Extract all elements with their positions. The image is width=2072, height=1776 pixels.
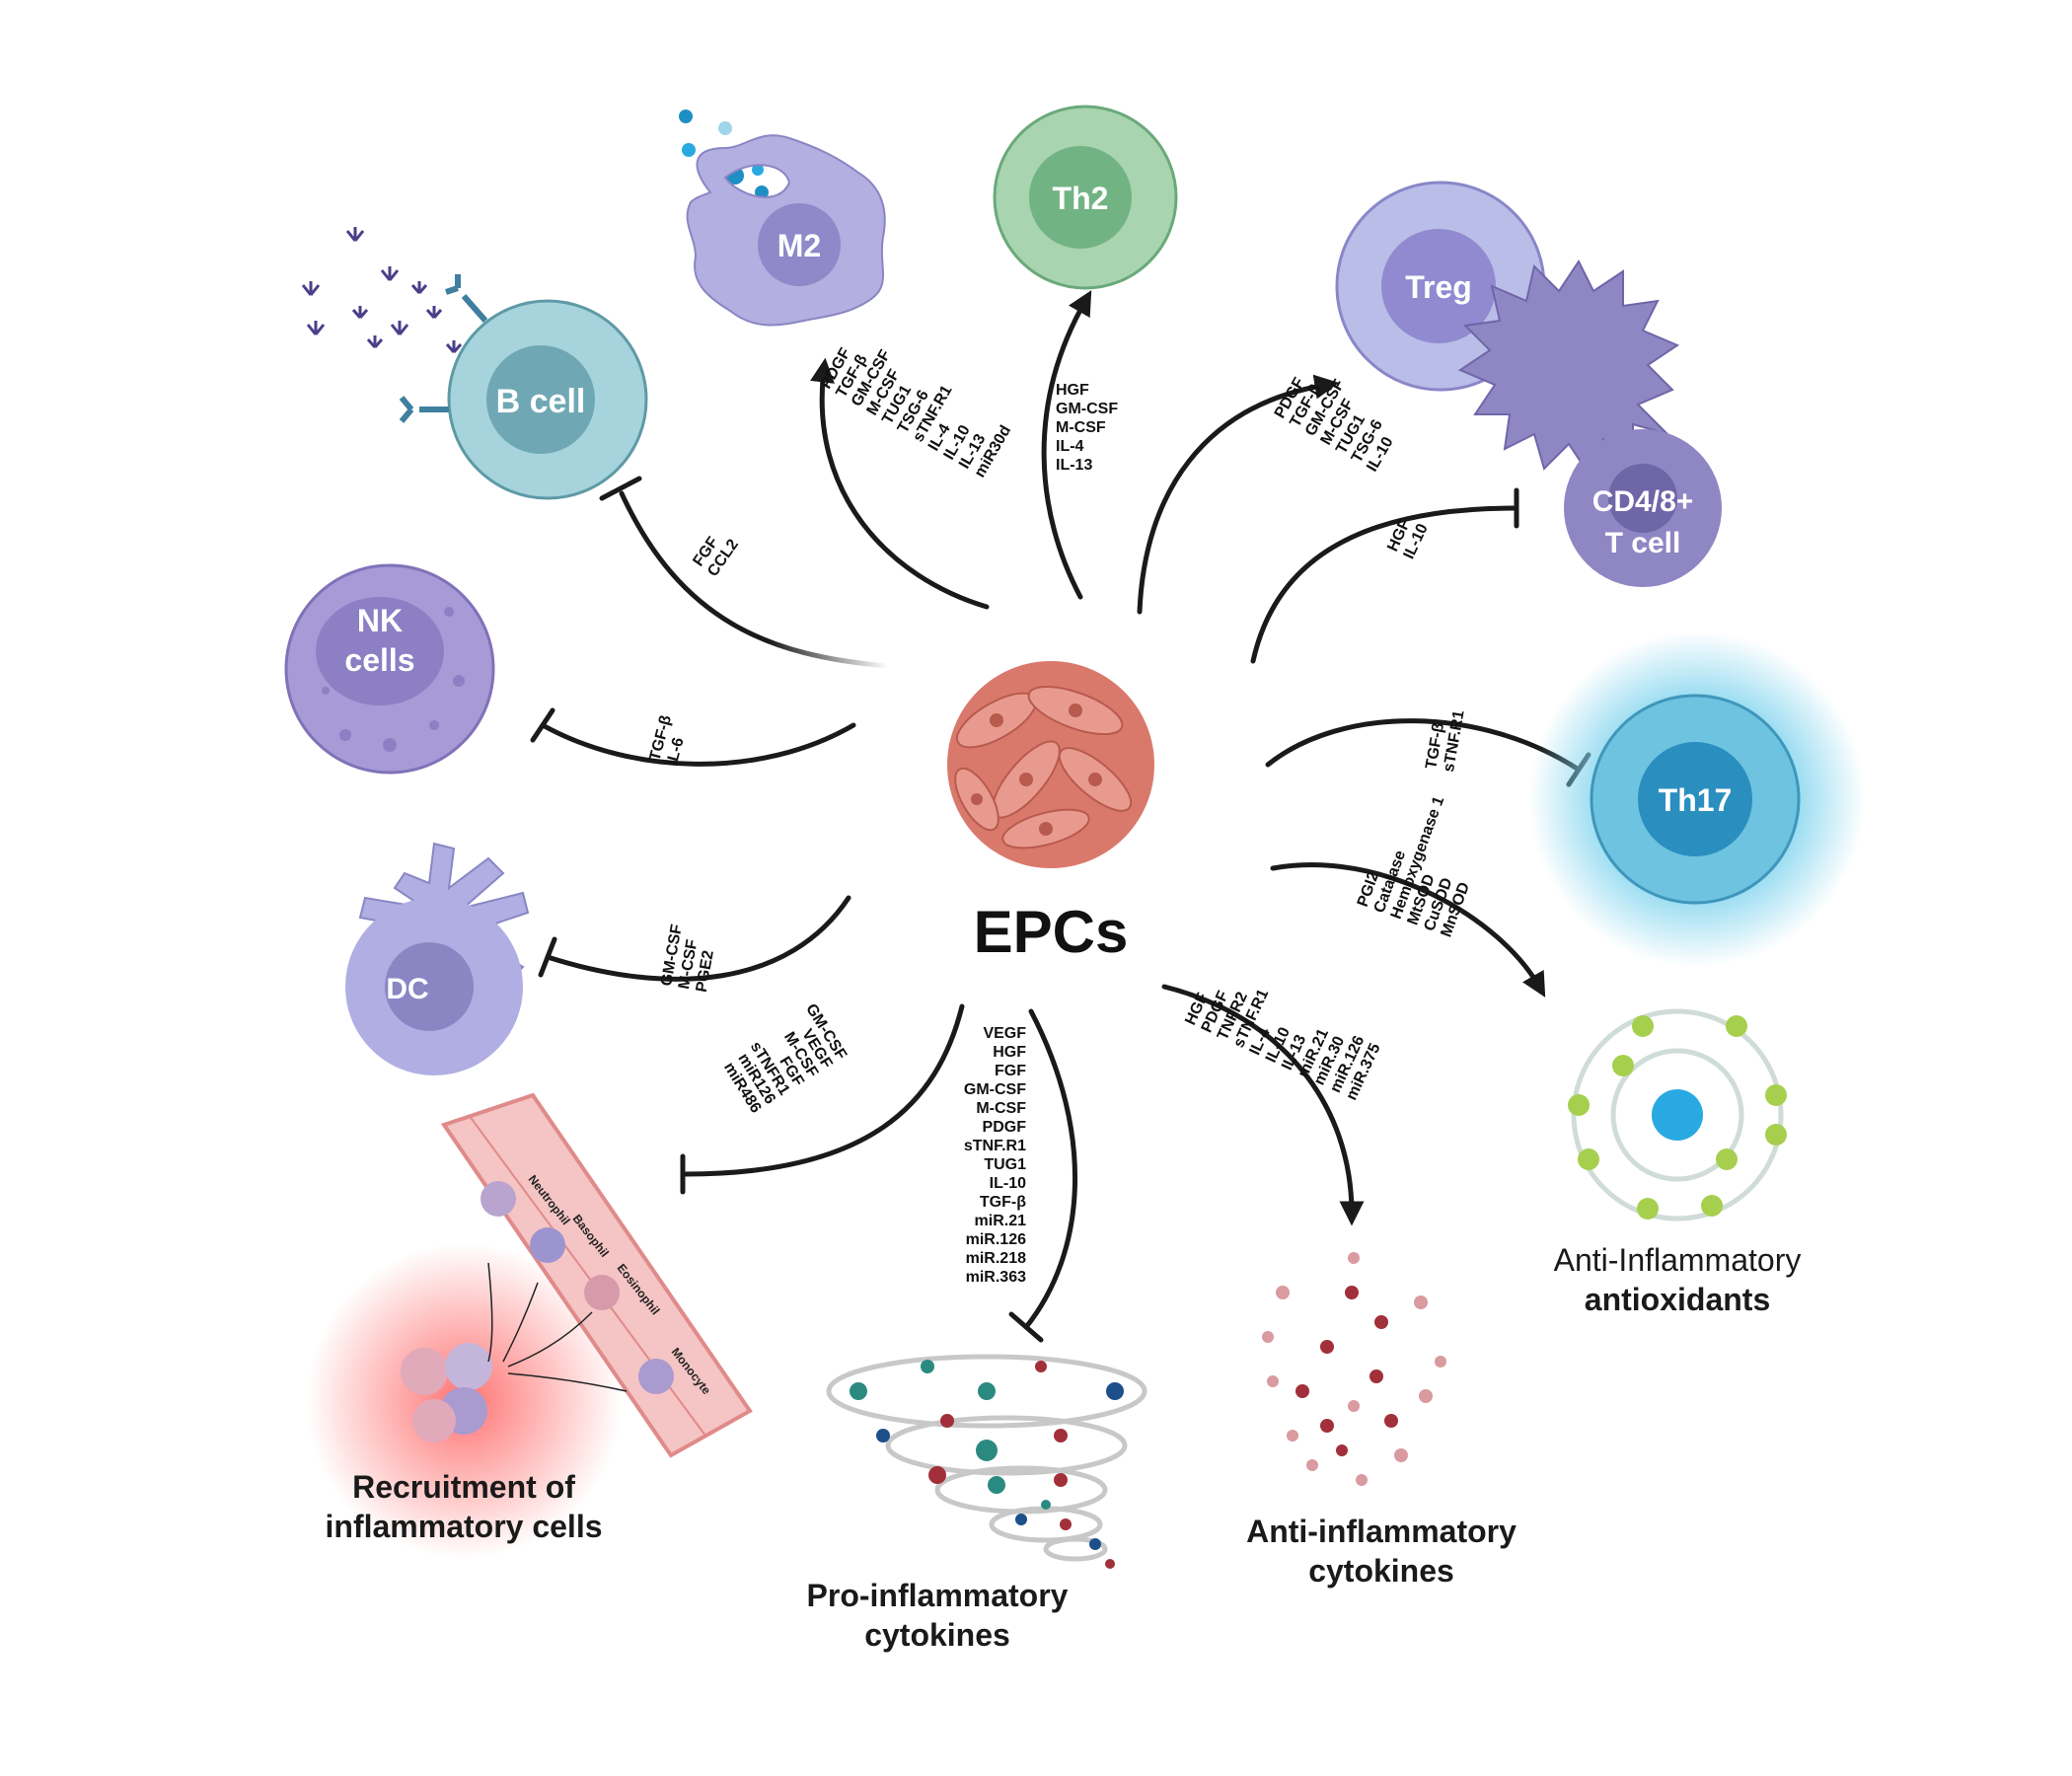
inhibit-bar-dc [538,936,557,978]
nk-label-line1: NK [357,603,403,638]
mediator-label: sTNF.R1 [964,1138,1026,1154]
mediator-label: PDGF [983,1119,1027,1136]
arrow-to-m2 [810,357,990,610]
mediator-label: VEGF [983,1025,1026,1042]
nk-cell: NK cells [284,563,495,775]
antibodies-icon [301,227,463,353]
arrow-to-dc [545,895,851,982]
cytokine-storm-icon: Pro-inflammatory cytokines [807,1354,1147,1653]
mediator-label: HGF [1056,382,1089,399]
m2-macrophage: M2 [679,110,886,327]
dc-label: DC [386,973,428,1005]
granules-icon [322,607,465,752]
leukocytes-icon [401,1181,674,1443]
epc-title: EPCs [974,899,1129,965]
mediator-label: miR.21 [975,1213,1027,1229]
arrow-to-recruitment [683,1003,965,1177]
b-cell-label: B cell [496,383,586,420]
recruitment-caption-line2: inflammatory cells [326,1509,603,1544]
arrow-to-th2 [1041,290,1092,600]
anti-cytokines-icon: Anti-inflammatory cytokines [1246,1252,1517,1589]
mediator-label: FGF [995,1063,1026,1079]
cd48-label-line1: CD4/8+ [1592,485,1694,518]
mediator-label: IL-4 [1056,438,1084,455]
mediator-label: TUG1 [984,1156,1026,1173]
mediator-label: TGF-β [980,1194,1026,1211]
mediator-label: M-CSF [1056,419,1106,436]
recruitment-icon: Neutrophil Basophil Eosinophil Monocyte … [306,1092,753,1559]
th17-cell: Th17 [1529,631,1865,967]
mediator-list-th2: HGF GM-CSF M-CSF IL-4IL-13 [1056,382,1118,474]
arrow-to-b-cell [619,490,891,669]
mediator-list-pro-cytokines: VEGF HGF FGF GM-CSF M-CSF PDGF sTNF.R1TUG1IL-1… [964,1025,1026,1286]
mediator-label: IL-10 [990,1175,1026,1192]
inhibit-bar-nk [530,707,555,743]
arrow-to-treg [1137,374,1340,615]
mediator-label: IL-6 [664,736,688,768]
antiox-caption-line2: antioxidants [1585,1282,1770,1317]
antioxidant-icon: Anti-Inflammatory antioxidants [1554,1008,1802,1317]
mediator-list-m2: PDGFTGF-βGM-CSFM-CSFTUG1TSG-6sTNF.R1IL-4… [818,345,1015,481]
pro-cytokines-caption-line2: cytokines [864,1617,1010,1653]
mediator-label: miR.218 [966,1250,1026,1267]
epc-cluster: EPCs [947,661,1154,965]
treg-label: Treg [1405,269,1472,305]
mediator-label: miR.363 [966,1269,1026,1286]
recruitment-caption-line1: Recruitment of [352,1469,575,1505]
dendritic-cell: DC [345,842,530,1075]
arrows [530,290,1591,1343]
mediator-label: M-CSF [976,1100,1026,1117]
cd48-t-cell: CD4/8+ T cell [1457,259,1722,587]
mediator-list-anti-cytokines: HGFPDGFTNFR2sTNF.R1IL-4IL-10IL-13miR.21m… [1182,987,1384,1103]
b-cell: B cell [301,227,648,500]
mediator-label: HGF [993,1044,1026,1061]
arrow-to-antioxidants [1270,862,1546,998]
mediator-label: miR.126 [966,1231,1026,1248]
mediator-list-nk: TGF-βIL-6 [646,713,688,768]
arrow-to-pro-cytokines [1023,1008,1078,1330]
mediator-label: GM-CSF [964,1081,1026,1098]
anti-cytokines-caption-line1: Anti-inflammatory [1246,1514,1517,1549]
arrow-to-nk [540,722,856,767]
pro-cytokines-caption-line1: Pro-inflammatory [807,1578,1069,1613]
arrow-to-anti-cytokines [1161,984,1365,1226]
nk-label-line2: cells [344,642,414,678]
anti-cytokines-caption-line2: cytokines [1308,1553,1454,1589]
th2-label: Th2 [1053,181,1109,216]
cd48-label-line2: T cell [1605,527,1681,559]
inhibit-bar-b-cell [599,476,642,501]
inhibit-bar-pro-cytokines [1008,1311,1044,1343]
receptor-icon [399,274,488,423]
th2-cell: Th2 [993,105,1178,290]
mediator-label: GM-CSF [1056,401,1118,417]
th17-label: Th17 [1659,782,1733,818]
arrow-to-cd48 [1250,505,1517,664]
m2-label: M2 [777,228,821,263]
antiox-caption-line1: Anti-Inflammatory [1554,1242,1802,1278]
mediator-label: IL-13 [1056,457,1092,474]
